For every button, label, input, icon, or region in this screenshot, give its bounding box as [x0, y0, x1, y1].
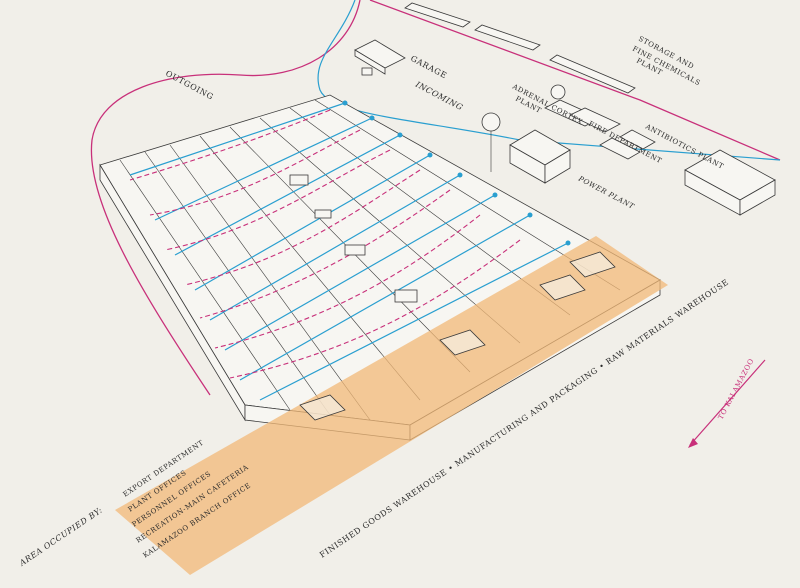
- adrenal-cortex-plant: [544, 84, 621, 133]
- garage-label: GARAGE: [409, 54, 448, 81]
- fire-department-building: [599, 129, 656, 160]
- outgoing-route: [90, 0, 361, 396]
- office-band-structures: [299, 251, 616, 421]
- power-plant-label: POWER PLANT: [576, 174, 636, 211]
- incoming-label: INCOMING: [413, 79, 464, 112]
- office-area-band: [115, 236, 668, 575]
- antibiotics-plant-building: [684, 149, 776, 216]
- power-plant-building: [481, 112, 571, 184]
- garage-building: [354, 39, 406, 76]
- to-kalamazoo-label: TO KALAMAZOO: [717, 357, 756, 421]
- storage-label: STORAGE AND FINE CHEMICALS PLANT: [631, 35, 702, 88]
- storage-warehouses: [404, 2, 636, 94]
- to-kalamazoo-route: [369, 0, 781, 161]
- adrenal-cortex-label: ADRENAL CORTEX PLANT: [510, 82, 584, 126]
- arrow-left-icon: [688, 438, 698, 448]
- area-occupied-title: AREA OCCUPIED BY:: [17, 506, 104, 569]
- antibiotics-plant-label: ANTIBIOTICS PLANT: [643, 122, 725, 171]
- to-kalamazoo-indicator: TO KALAMAZOO: [688, 357, 766, 448]
